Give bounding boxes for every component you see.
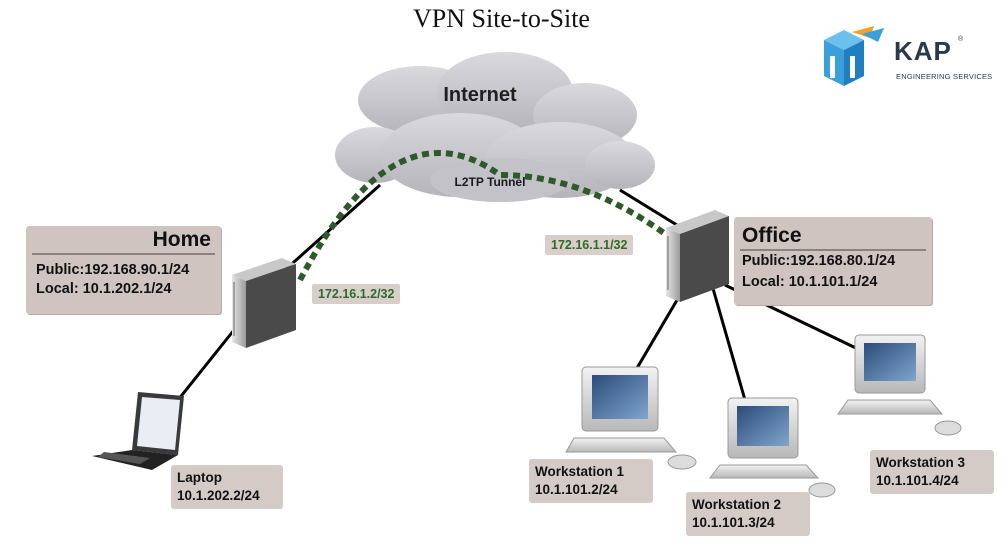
workstation-2-computer xyxy=(708,397,836,498)
workstation-3-ip: 10.1.101.4/24 xyxy=(876,473,959,488)
tunnel-label: L2TP Tunnel xyxy=(454,175,526,189)
workstation-3-label: Workstation 3 10.1.101.4/24 xyxy=(870,450,994,494)
logo-registered-mark: ® xyxy=(958,36,964,43)
diagram-title: VPN Site-to-Site xyxy=(413,4,590,33)
home-local-ip: Local: 10.1.202.1/24 xyxy=(36,281,172,297)
internet-cloud xyxy=(335,52,655,202)
office-local-ip: Local: 10.1.101.1/24 xyxy=(742,274,878,290)
workstation-3-name: Workstation 3 xyxy=(876,455,966,470)
workstation-2-ip: 10.1.101.3/24 xyxy=(692,515,775,530)
workstation-1-name: Workstation 1 xyxy=(535,464,625,479)
logo-subtitle: ENGINEERING SERVICES xyxy=(896,72,993,81)
home-public-ip: Public:192.168.90.1/24 xyxy=(36,262,190,278)
office-divider xyxy=(740,249,926,251)
laptop-ip: 10.1.202.2/24 xyxy=(177,488,260,503)
workstation-2-name: Workstation 2 xyxy=(692,497,782,512)
kap-logo-mark-icon xyxy=(824,26,884,86)
office-public-ip: Public:192.168.80.1/24 xyxy=(742,253,896,269)
laptop-name: Laptop xyxy=(177,470,222,485)
laptop-computer xyxy=(92,392,184,470)
laptop-label: Laptop 10.1.202.2/24 xyxy=(171,465,283,509)
office-tunnel-ip: 172.16.1.1/32 xyxy=(545,235,634,255)
home-divider xyxy=(32,253,215,255)
office-site-name: Office xyxy=(742,224,802,247)
logo-wordmark: KAP xyxy=(894,36,952,66)
home-tunnel-ip: 172.16.1.2/32 xyxy=(312,284,401,304)
office-router xyxy=(666,210,729,302)
workstation-1-ip: 10.1.101.2/24 xyxy=(535,482,618,497)
home-site-name: Home xyxy=(152,228,211,251)
workstation-1-label: Workstation 1 10.1.101.2/24 xyxy=(529,459,653,503)
workstation-1-computer xyxy=(565,366,697,470)
internet-label: Internet xyxy=(443,84,517,106)
office-info-box: Office Public:192.168.80.1/24 Local: 10.… xyxy=(734,217,932,305)
workstation-2-label: Workstation 2 10.1.101.3/24 xyxy=(686,492,810,536)
workstation-3-computer xyxy=(837,334,962,436)
kap-logo: KAP ® ENGINEERING SERVICES xyxy=(812,22,992,102)
home-info-box: Home Public:192.168.90.1/24 Local: 10.1.… xyxy=(26,226,221,314)
home-router xyxy=(232,258,296,348)
l2tp-tunnel-path xyxy=(297,150,682,282)
